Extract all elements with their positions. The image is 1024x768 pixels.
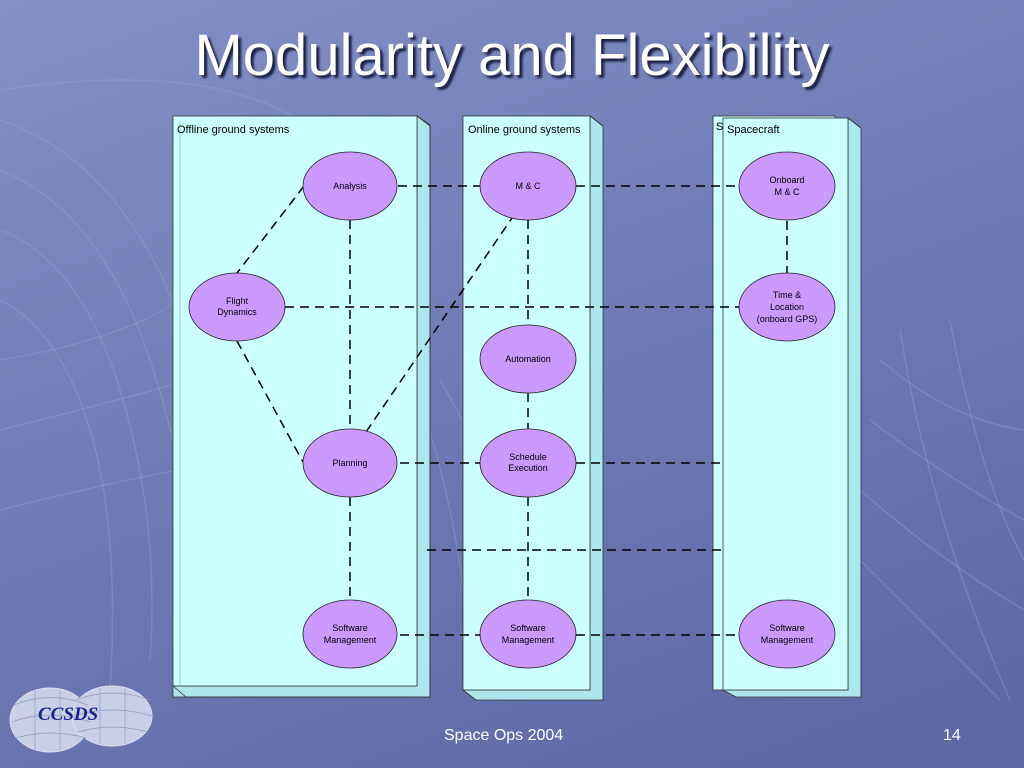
node-mc: M & C	[479, 151, 577, 221]
panel-title-offline: Offline ground systems	[177, 124, 290, 136]
panel-shadow-label: S	[716, 121, 723, 133]
slide-title: Modularity and Flexibility	[194, 23, 830, 88]
node-analysis: Analysis	[302, 151, 398, 221]
svg-text:Analysis: Analysis	[333, 181, 367, 191]
svg-text:Time &Location(onboard GPS): Time &Location(onboard GPS)	[757, 290, 818, 324]
panel-title-spacecraft: Spacecraft	[727, 124, 780, 136]
svg-text:Planning: Planning	[332, 458, 367, 468]
panel-title-online: Online ground systems	[468, 124, 581, 136]
svg-text:Automation: Automation	[505, 354, 551, 364]
node-planning: Planning	[302, 428, 398, 498]
ccsds-logo: CCSDS	[9, 685, 153, 753]
node-time-location: Time &Location(onboard GPS)	[738, 272, 836, 342]
svg-text:M & C: M & C	[515, 181, 541, 191]
connectors	[236, 185, 788, 636]
panel-offline: Offline ground systems	[172, 115, 431, 698]
logo-text: CCSDS	[38, 704, 98, 725]
page-number: 14	[943, 727, 961, 744]
node-automation: Automation	[479, 324, 577, 394]
footer-event: Space Ops 2004	[444, 727, 564, 744]
